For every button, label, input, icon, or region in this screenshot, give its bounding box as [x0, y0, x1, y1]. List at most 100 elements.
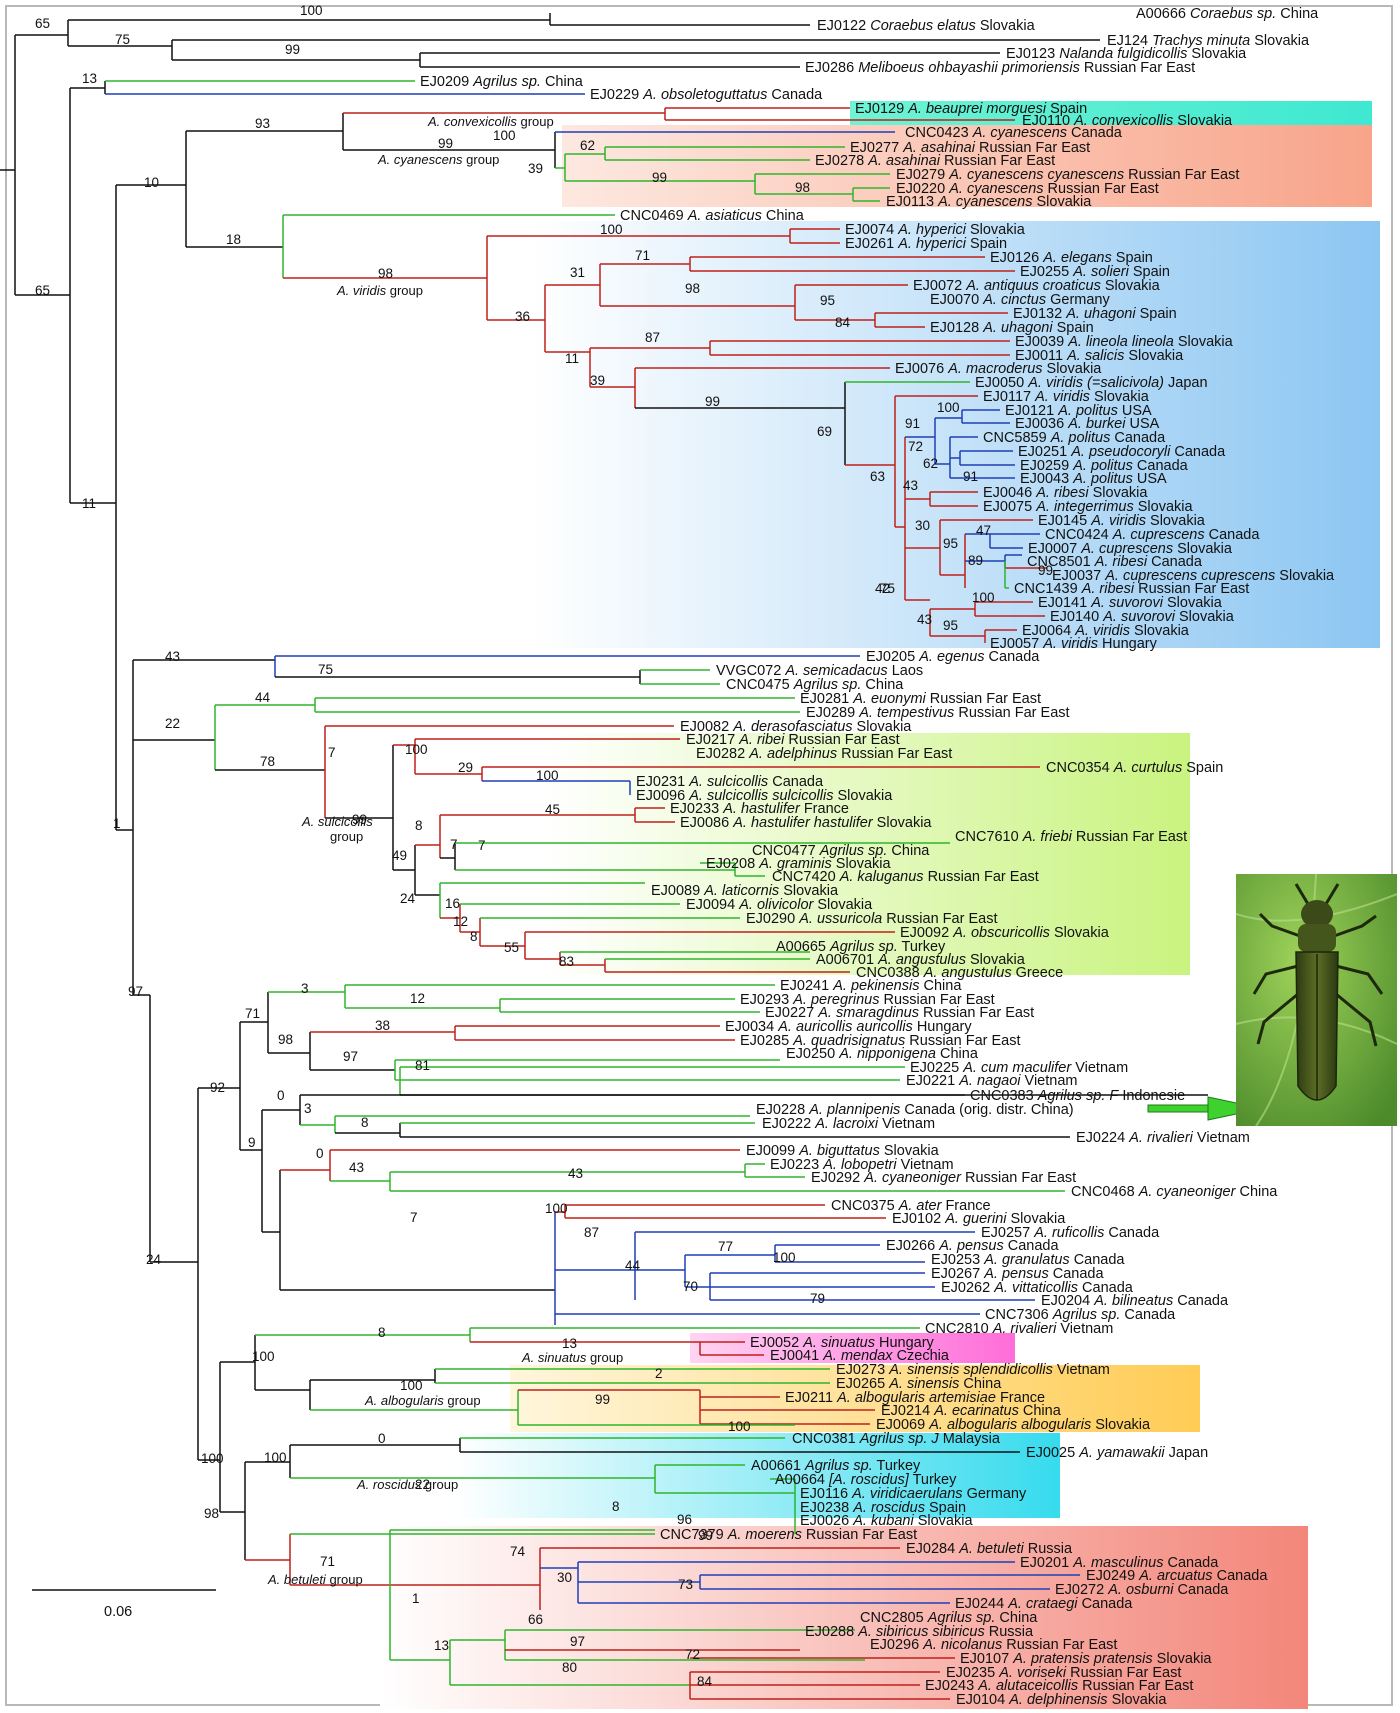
support-value: 87	[645, 330, 660, 345]
taxon-label: EJ0201 A. masculinus Canada	[1020, 1555, 1219, 1571]
taxon-label: CNC0423 A. cyanescens Canada	[905, 125, 1123, 141]
taxon-label: CNC0381 Agrilus sp. J Malaysia	[792, 1431, 1001, 1447]
taxon-label: EJ0282 A. adelphinus Russian Far East	[696, 746, 952, 762]
support-value: 1	[113, 816, 121, 831]
taxon-label: VVGC072 A. semicadacus Laos	[716, 663, 923, 679]
clade-highlight	[530, 221, 1380, 648]
support-value: 49	[392, 848, 407, 863]
taxon-label: A00666 Coraebus sp. China	[1136, 6, 1319, 22]
support-value: 95	[943, 536, 958, 551]
taxon-label: EJ0025 A. yamawakii Japan	[1026, 1445, 1208, 1461]
support-value: 95	[943, 618, 958, 633]
taxon-label: EJ0074 A. hyperici Slovakia	[845, 222, 1026, 238]
arrow-icon	[1147, 1096, 1263, 1121]
clade-highlight	[850, 101, 1372, 126]
support-value: 11	[565, 351, 579, 366]
support-value: 99	[705, 394, 720, 409]
taxon-label: EJ0272 A. osburni Canada	[1055, 1582, 1229, 1598]
support-value: 100	[972, 590, 995, 605]
taxon-label: EJ0007 A. cuprescens Slovakia	[1028, 541, 1233, 557]
support-value: 84	[697, 1674, 713, 1689]
support-value: 80	[562, 1660, 577, 1675]
taxon-label: EJ0145 A. viridis Slovakia	[1038, 513, 1206, 529]
taxon-label: EJ0140 A. suvorovi Slovakia	[1050, 609, 1235, 625]
group-label: A. cyanescens group	[377, 152, 499, 167]
taxon-label: EJ0086 A. hastulifer hastulifer Slovakia	[680, 815, 932, 831]
taxon-label: EJ0039 A. lineola lineola Slovakia	[1015, 334, 1234, 350]
support-value: 55	[504, 940, 519, 955]
support-value: 99	[595, 1392, 610, 1407]
support-value: 7	[328, 745, 336, 760]
taxon-label: EJ0257 A. ruficollis Canada	[981, 1225, 1160, 1241]
support-value: 79	[810, 1291, 825, 1306]
support-value: 98	[278, 1032, 293, 1047]
taxon-label: CNC2805 Agrilus sp. China	[860, 1610, 1038, 1626]
taxon-label: CNC7306 Agrilus sp. Canada	[985, 1307, 1176, 1323]
taxon-label: EJ0249 A. arcuatus Canada	[1086, 1568, 1268, 1584]
taxon-label: EJ0102 A. guerini Slovakia	[892, 1211, 1066, 1227]
support-value: 70	[683, 1279, 698, 1294]
taxon-label: EJ0072 A. antiquus croaticus Slovakia	[913, 278, 1161, 294]
group-label: A. viridis group	[336, 283, 423, 298]
support-value: 99	[285, 42, 300, 57]
support-value: 100	[201, 1451, 224, 1466]
support-value: 99	[698, 1528, 713, 1543]
taxon-label: EJ0253 A. granulatus Canada	[931, 1252, 1125, 1268]
taxon-label: EJ0223 A. lobopetri Vietnam	[770, 1157, 954, 1173]
taxon-label: EJ0221 A. nagaoi Vietnam	[906, 1073, 1077, 1089]
taxon-label: EJ0279 A. cyanescens cyanescens Russian …	[896, 167, 1239, 183]
taxon-label: EJ0267 A. pensus Canada	[931, 1266, 1104, 1282]
support-value: 43	[903, 478, 918, 493]
taxon-label: EJ0099 A. biguttatus Slovakia	[746, 1143, 940, 1159]
clade-highlight	[510, 1365, 1200, 1432]
taxon-label: CNC0475 Agrilus sp. China	[726, 677, 904, 693]
taxon-label: EJ0123 Nalanda fulgidicollis Slovakia	[1006, 46, 1247, 62]
taxon-label: A00664 [A. roscidus] Turkey	[775, 1472, 957, 1488]
taxon-label: EJ0126 A. elegans Spain	[990, 250, 1153, 266]
support-value: 45	[545, 802, 560, 817]
taxon-label: EJ0243 A. alutaceicollis Russian Far Eas…	[925, 1678, 1193, 1694]
taxon-label: EJ0070 A. cinctus Germany	[930, 292, 1110, 308]
taxon-label: EJ0244 A. crataegi Canada	[955, 1596, 1133, 1612]
clade-highlights	[380, 101, 1380, 1709]
support-value: 95	[820, 293, 835, 308]
support-value: 97	[570, 1634, 585, 1649]
support-value: 92	[210, 1080, 225, 1095]
taxon-label: EJ0284 A. betuleti Russia	[906, 1541, 1073, 1557]
support-value: 7	[478, 838, 486, 853]
taxon-label: CNC0424 A. cuprescens Canada	[1045, 527, 1260, 543]
taxon-label: CNC0477 Agrilus sp. China	[752, 843, 930, 859]
support-value: 100	[545, 1201, 568, 1216]
support-value: 42	[875, 581, 890, 596]
taxon-label: EJ0026 A. kubani Slovakia	[800, 1513, 973, 1529]
taxon-label: EJ0132 A. uhagoni Spain	[1013, 306, 1177, 322]
taxon-label: CNC7610 A. friebi Russian Far East	[955, 829, 1187, 845]
support-value: 44	[255, 690, 271, 705]
taxon-label: EJ0057 A. viridis Hungary	[990, 636, 1158, 652]
taxon-label: EJ0037 A. cuprescens cuprescens Slovakia	[1052, 568, 1335, 584]
taxon-label: EJ0290 A. ussuricola Russian Far East	[746, 911, 997, 927]
taxon-label: EJ0011 A. salicis Slovakia	[1015, 348, 1184, 364]
support-value: 91	[905, 416, 920, 431]
taxon-label: EJ0225 A. cum maculifer Vietnam	[910, 1060, 1128, 1076]
support-value: 98	[378, 266, 393, 281]
support-value: 97	[128, 984, 143, 999]
support-value: 39	[590, 373, 605, 388]
taxon-label: EJ0251 A. pseudocoryli Canada	[1018, 444, 1226, 460]
support-value: 22	[165, 716, 180, 731]
support-value: 8	[361, 1115, 369, 1130]
taxon-label: EJ0104 A. delphinensis Slovakia	[956, 1692, 1167, 1708]
taxon-label: EJ0204 A. bilineatus Canada	[1041, 1293, 1229, 1309]
support-value: 71	[320, 1554, 335, 1569]
taxon-label: CNC5859 A. politus Canada	[983, 430, 1166, 446]
taxon-label: EJ0233 A. hastulifer France	[670, 801, 849, 817]
taxon-label: EJ0121 A. politus USA	[1005, 403, 1152, 419]
support-value: 7	[450, 837, 458, 852]
support-value: 0	[277, 1088, 285, 1103]
support-value: 72	[685, 1647, 700, 1662]
support-value: 8	[612, 1499, 620, 1514]
taxon-label: EJ0052 A. sinuatus Hungary	[750, 1335, 935, 1351]
taxon-label: CNC0383 Agrilus sp. F Indonesie	[970, 1088, 1185, 1104]
